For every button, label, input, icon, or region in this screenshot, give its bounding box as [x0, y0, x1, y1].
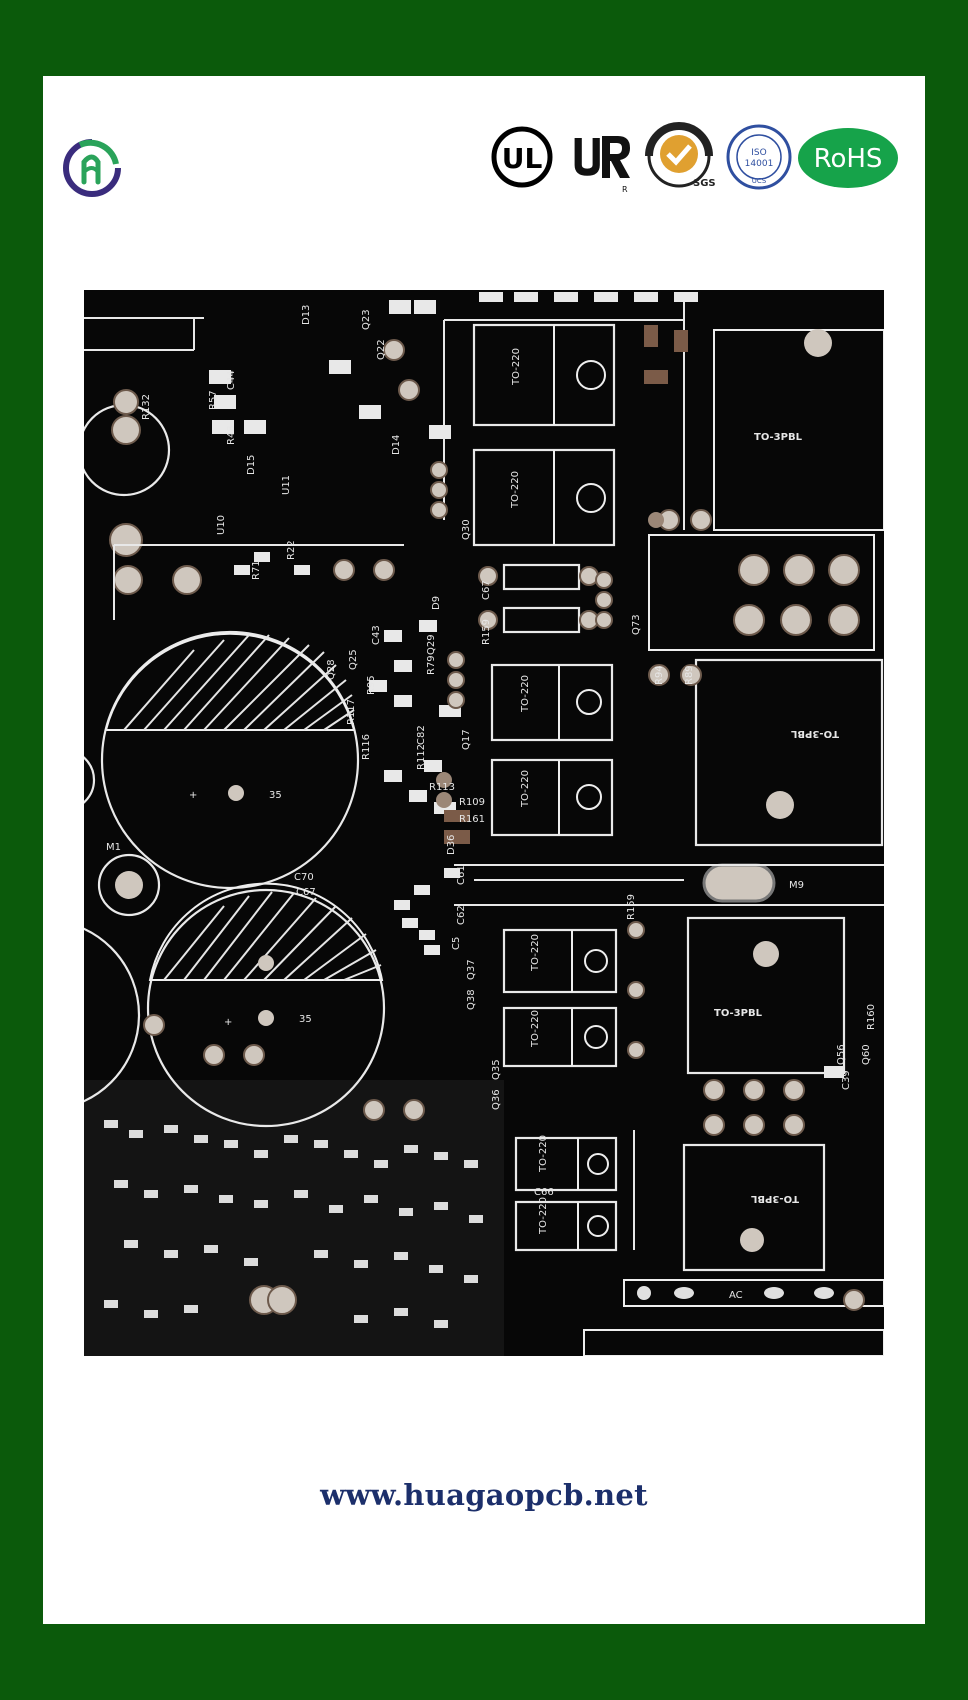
top-smd-row [479, 292, 698, 302]
svg-text:+: + [189, 790, 197, 801]
pcb-board-illustration: + 35 + 35 [84, 290, 884, 1356]
svg-text:R117: R117 [346, 699, 357, 725]
svg-text:+: + [224, 1017, 232, 1028]
svg-text:Q60: Q60 [861, 1044, 872, 1065]
svg-text:TO-220: TO-220 [511, 348, 522, 386]
svg-text:R161: R161 [459, 814, 485, 825]
svg-text:C39: C39 [841, 1070, 852, 1090]
svg-text:TO-220: TO-220 [520, 675, 531, 713]
svg-text:C66: C66 [534, 1187, 554, 1198]
huagao-logo-icon [63, 139, 121, 197]
svg-text:C43: C43 [371, 625, 382, 645]
svg-text:Q22: Q22 [376, 339, 387, 360]
iso14001-ucs-seal-icon: ISO 14001 UCS [726, 124, 792, 190]
svg-text:M9: M9 [789, 880, 804, 891]
svg-text:Q56: Q56 [836, 1044, 847, 1065]
svg-text:AC: AC [729, 1290, 743, 1301]
svg-text:R159: R159 [626, 894, 637, 920]
svg-text:SGS: SGS [693, 178, 716, 189]
svg-text:14001: 14001 [745, 159, 774, 169]
svg-text:C44: C44 [226, 370, 237, 390]
svg-text:35: 35 [269, 790, 282, 801]
svg-text:C67: C67 [296, 887, 316, 898]
sgs-iso9001-seal-icon: SGS [645, 122, 716, 189]
svg-text:R79: R79 [426, 655, 437, 675]
svg-text:D15: D15 [246, 455, 257, 475]
svg-text:TO-3PBL: TO-3PBL [754, 432, 803, 443]
svg-text:U10: U10 [216, 515, 227, 535]
svg-text:M1: M1 [106, 842, 121, 853]
svg-text:Q36: Q36 [491, 1089, 502, 1110]
svg-text:Q17: Q17 [461, 729, 472, 750]
svg-text:Q73: Q73 [631, 614, 642, 635]
svg-text:Q37: Q37 [466, 959, 477, 980]
svg-text:R94: R94 [654, 665, 665, 685]
svg-text:Q28: Q28 [326, 659, 337, 680]
svg-text:R95: R95 [366, 675, 377, 695]
silkscreen-labels: R132 R57 R48 U10 U11 D13 D14 D15 Q23 Q22… [141, 305, 877, 1198]
rohs-badge-icon: RoHS [798, 128, 898, 188]
svg-text:R: R [622, 185, 628, 194]
svg-text:TO-220: TO-220 [538, 1135, 549, 1173]
svg-text:ISO: ISO [751, 148, 766, 158]
svg-text:TO-220: TO-220 [520, 770, 531, 808]
svg-text:Q25: Q25 [348, 649, 359, 670]
website-url[interactable]: www.huagaopcb.net [320, 1478, 648, 1512]
svg-text:Q35: Q35 [491, 1059, 502, 1080]
svg-text:C5: C5 [451, 937, 462, 950]
svg-text:R159: R159 [481, 619, 492, 645]
electrolytic-capacitor-2: + 35 [146, 882, 386, 1128]
svg-text:R132: R132 [141, 394, 152, 420]
ur-recognized-mark-icon: R [574, 136, 630, 194]
svg-text:C82: C82 [416, 725, 427, 745]
ac-terminal-strip: AC [583, 1279, 884, 1356]
certification-marks: UL R SGS ISO 14001 UCS RoHS [488, 120, 898, 196]
svg-text:D36: D36 [446, 835, 457, 855]
svg-text:C61: C61 [456, 865, 467, 885]
svg-text:C70: C70 [294, 872, 314, 883]
svg-text:Q29: Q29 [426, 634, 437, 655]
to3pbl-packages: TO-3PBL TO-3PBL TO-3PBL TO-3PBL [682, 329, 884, 1272]
svg-text:U11: U11 [281, 475, 292, 495]
svg-text:TO-3PBL: TO-3PBL [714, 1008, 763, 1019]
svg-text:R22: R22 [286, 540, 297, 560]
svg-text:UL: UL [502, 142, 543, 175]
svg-text:TO-220: TO-220 [538, 1197, 549, 1235]
svg-text:R109: R109 [459, 797, 485, 808]
vias [143, 339, 865, 1315]
power-pads [648, 509, 875, 1136]
svg-text:RoHS: RoHS [814, 144, 883, 174]
svg-text:TO-220: TO-220 [510, 471, 521, 509]
pcb-photo: + 35 + 35 [84, 290, 884, 1356]
svg-text:C62: C62 [456, 905, 467, 925]
svg-text:R113: R113 [429, 782, 455, 793]
svg-text:R48: R48 [226, 425, 237, 445]
svg-text:D13: D13 [301, 305, 312, 325]
svg-text:Q30: Q30 [461, 519, 472, 540]
svg-text:TO-220: TO-220 [530, 1010, 541, 1048]
svg-text:D14: D14 [391, 435, 402, 455]
svg-text:TO-3PBL: TO-3PBL [750, 1193, 799, 1204]
svg-text:Q38: Q38 [466, 989, 477, 1010]
svg-text:C67: C67 [481, 580, 492, 600]
ul-mark-icon: UL [491, 126, 553, 188]
svg-text:R112: R112 [416, 744, 427, 770]
svg-text:TO-3PBL: TO-3PBL [790, 728, 839, 739]
svg-text:Q23: Q23 [361, 309, 372, 330]
svg-text:35: 35 [299, 1014, 312, 1025]
dense-smd-area [104, 1120, 483, 1328]
svg-text:R160: R160 [866, 1004, 877, 1030]
svg-text:R71: R71 [251, 560, 262, 580]
to220-packages: TO-220 TO-220 TO-220 TO-220 TO-220 TO-22… [472, 323, 618, 1252]
svg-text:D9: D9 [431, 596, 442, 610]
svg-text:UCS: UCS [752, 177, 767, 185]
svg-text:TO-220: TO-220 [530, 934, 541, 972]
svg-text:R57: R57 [208, 390, 219, 410]
svg-text:R89: R89 [684, 665, 695, 685]
svg-text:R116: R116 [361, 734, 372, 760]
